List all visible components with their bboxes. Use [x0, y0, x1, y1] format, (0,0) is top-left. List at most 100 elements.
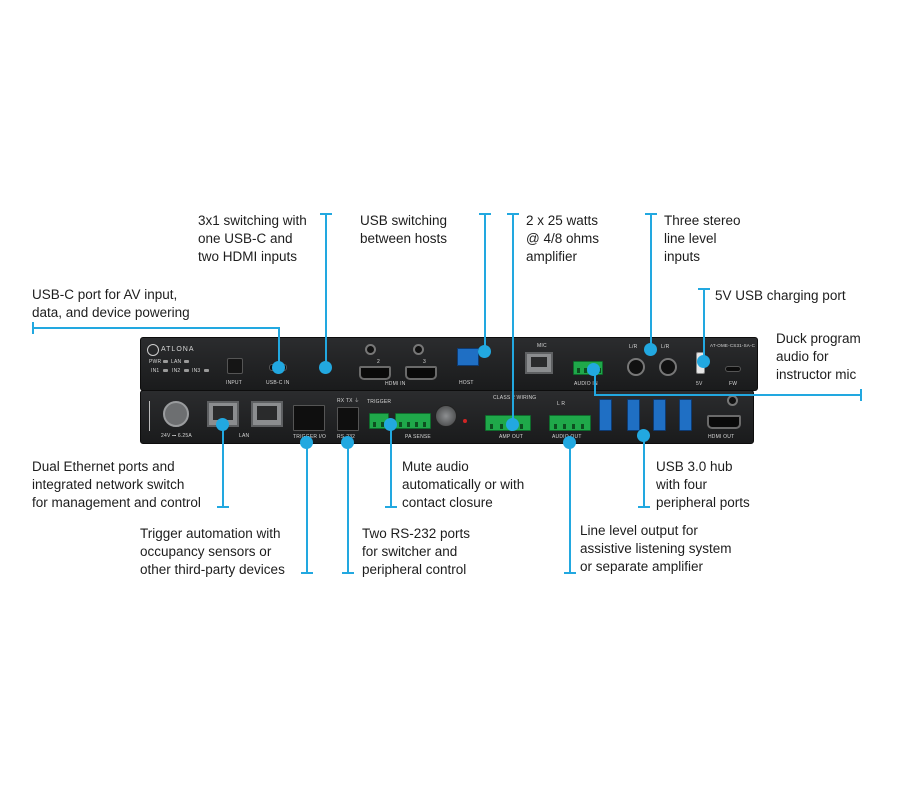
hdmi-in-3-port[interactable] [405, 366, 437, 380]
dot-charging [697, 355, 710, 368]
fw-label: FW [729, 381, 738, 387]
leader-rs232-cap [342, 572, 354, 574]
input-select-button[interactable] [227, 358, 243, 374]
trigger-io-terminal[interactable] [293, 405, 325, 431]
power-connector[interactable] [163, 401, 189, 427]
hdmi-out-label: HDMI OUT [708, 434, 735, 440]
rs232-terminal[interactable] [337, 407, 359, 431]
usb3-port-3[interactable] [653, 399, 666, 431]
status-led [463, 419, 467, 423]
leader-charging-cap [698, 288, 710, 290]
rear-panel: 24V ⎓ 6.25A LAN TRIGGER I/O RX TX ⏚ RS-2… [140, 390, 754, 444]
lan-led [184, 360, 189, 363]
usbc-in-label: USB-C IN [266, 380, 290, 386]
line-in-2-jack[interactable] [659, 358, 677, 376]
trigger-label: TRIGGER [367, 399, 392, 405]
hdmi-3-number: 3 [423, 359, 426, 365]
dot-usb-hub [637, 429, 650, 442]
in1-led-label: IN1 [151, 368, 160, 374]
hdmi-in-2-port[interactable] [359, 366, 391, 380]
in2-led [184, 369, 189, 372]
leader-ethernet-cap [217, 506, 229, 508]
leader-duck-horizontal [594, 394, 862, 396]
hdmi-out-port[interactable] [707, 415, 741, 429]
usb-host-port[interactable] [457, 348, 479, 366]
usb3-port-2[interactable] [627, 399, 640, 431]
class2-wiring-label: CLASS 2 WIRING [493, 395, 537, 401]
dot-line-out [563, 436, 576, 449]
dot-switching [319, 361, 332, 374]
leader-usb-hub [643, 440, 645, 508]
leader-usb-hub-cap [638, 506, 650, 508]
pa-sense-label: PA SENSE [405, 434, 431, 440]
dot-trigger [300, 436, 313, 449]
dot-mute [384, 418, 397, 431]
dot-rs232 [341, 436, 354, 449]
leader-mute-cap [385, 506, 397, 508]
callout-line-inputs: Three stereo line level inputs [664, 213, 741, 264]
pa-sense-terminal[interactable] [395, 413, 431, 429]
callout-trigger: Trigger automation with occupancy sensor… [140, 526, 285, 577]
lan-port-2[interactable] [251, 401, 283, 427]
hdmi-3-lock-icon [413, 344, 424, 355]
leader-duck-vertical [594, 372, 596, 396]
leader-line-out [569, 440, 571, 574]
leader-trigger-cap [301, 572, 313, 574]
amp-out-label: AMP OUT [499, 434, 524, 440]
volume-knob[interactable] [435, 405, 457, 427]
leader-usb-switching [484, 213, 486, 353]
lr2-label: L/R [661, 344, 670, 350]
in3-led [204, 369, 209, 372]
power-label: 24V ⎓ 6.25A [161, 433, 192, 439]
line-in-1-jack[interactable] [627, 358, 645, 376]
leader-trigger [306, 440, 308, 574]
leader-charging [703, 288, 705, 358]
fw-usb-port[interactable] [725, 366, 741, 372]
callout-charging-port: 5V USB charging port [715, 288, 846, 303]
usb3-port-1[interactable] [599, 399, 612, 431]
callout-usb-switching: USB switching between hosts [360, 213, 448, 246]
mic-label: MIC [537, 343, 547, 349]
audio-out-terminal[interactable] [549, 415, 591, 431]
hdmi-2-lock-icon [365, 344, 376, 355]
callout-duck-audio: Duck program audio for instructor mic [776, 331, 861, 382]
usb-5v-label: 5V [696, 381, 703, 387]
dot-usb-switching [478, 345, 491, 358]
host-label: HOST [459, 380, 474, 386]
lan-label: LAN [239, 433, 250, 439]
leader-usb-switching-cap [479, 213, 491, 215]
hdmi-2-number: 2 [377, 359, 380, 365]
leader-rs232 [347, 440, 349, 574]
leader-duck-cap [860, 389, 862, 401]
brand-label: ATLONA [161, 346, 195, 353]
hdmi-out-lock-icon [727, 395, 738, 406]
audio-out-lr-label: L R [557, 401, 566, 407]
callout-line-out: Line level output for assistive listenin… [580, 523, 732, 574]
leader-line-out-cap [564, 572, 576, 574]
dot-usbc [272, 361, 285, 374]
callout-amplifier: 2 x 25 watts @ 4/8 ohms amplifier [526, 213, 599, 264]
leader-line-inputs-cap [645, 213, 657, 215]
dot-duck [587, 363, 600, 376]
pwr-led-label: PWR [149, 359, 162, 365]
callout-mute-audio: Mute audio automatically or with contact… [402, 459, 525, 510]
front-panel: ATLONA PWR LAN IN1 IN2 IN3 INPUT USB-C I… [140, 337, 758, 391]
in3-led-label: IN3 [192, 368, 201, 374]
leader-line-inputs [650, 213, 652, 348]
callout-ethernet: Dual Ethernet ports and integrated netwo… [32, 459, 201, 510]
in1-led [163, 369, 168, 372]
callout-usbc-port: USB-C port for AV input, data, and devic… [32, 287, 190, 320]
rx-tx-label: RX TX ⏚ [337, 398, 360, 404]
leader-ethernet [222, 422, 224, 508]
leader-mute [390, 422, 392, 508]
in2-led-label: IN2 [172, 368, 181, 374]
callout-switching: 3x1 switching with one USB-C and two HDM… [198, 213, 307, 264]
dot-line-inputs [644, 343, 657, 356]
audio-in-label: AUDIO IN [574, 381, 598, 387]
model-label: AT-OME-CS31-SA-C [710, 343, 756, 348]
usb3-port-4[interactable] [679, 399, 692, 431]
lan-led-label: LAN [171, 359, 182, 365]
lr1-label: L/R [629, 344, 638, 350]
power-polarity-icon [149, 401, 156, 431]
mic-port[interactable] [525, 352, 553, 374]
